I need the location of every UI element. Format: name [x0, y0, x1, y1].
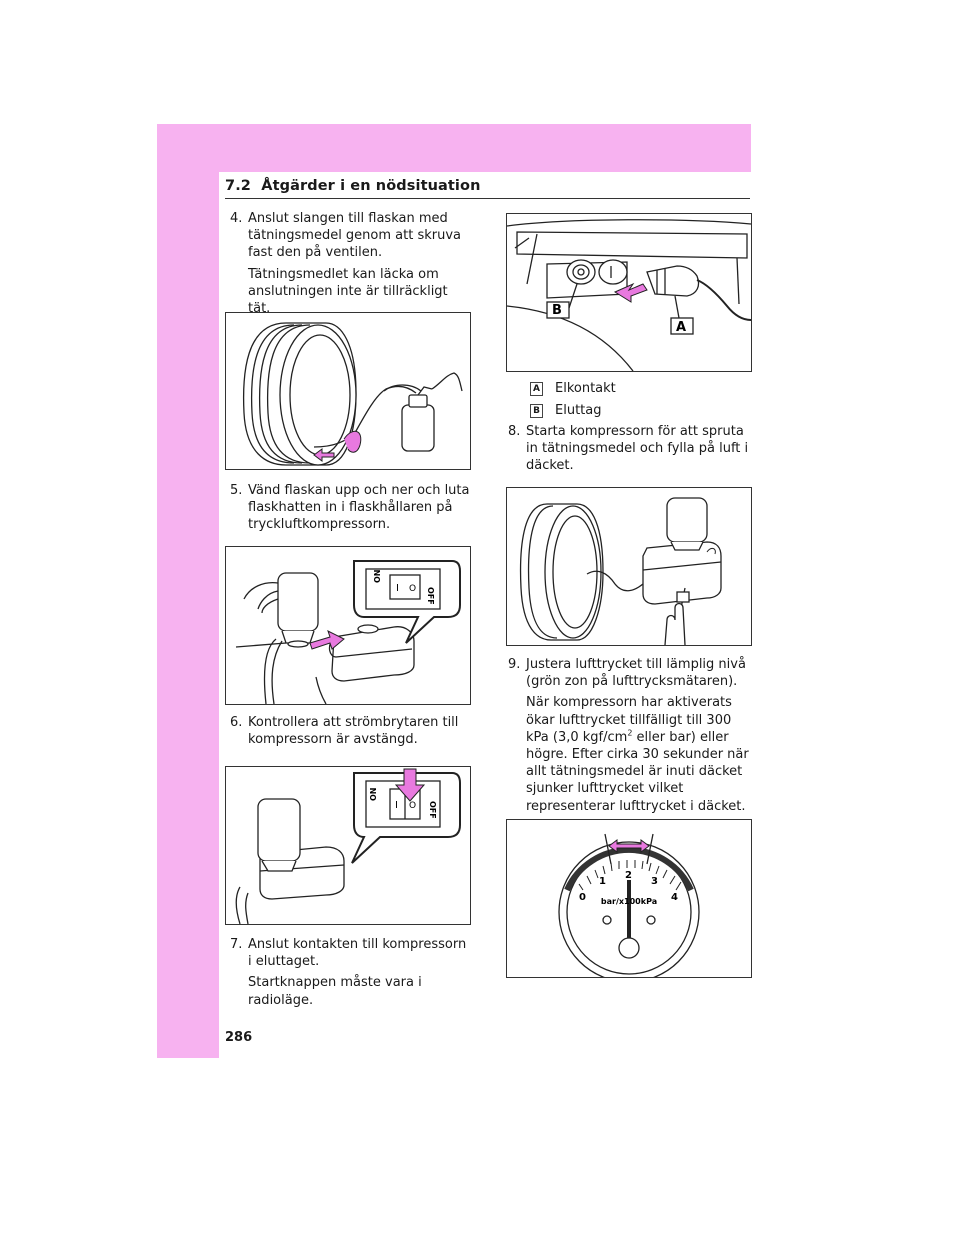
section-number: 7.2: [225, 178, 251, 194]
step-number: 4.: [230, 211, 243, 226]
step-9: 9. Justera lufttrycket till lämplig nivå …: [508, 656, 750, 815]
page-margin-band: [157, 124, 219, 1058]
switch-on-mark: I: [396, 583, 399, 594]
legend-item-a: A Elkontakt: [530, 380, 750, 397]
gauge-tick-2: 2: [625, 870, 632, 881]
switch-off-mark: O: [409, 584, 416, 594]
step-note: Tätningsmedlet kan läcka om anslutningen…: [248, 266, 448, 317]
step-text: Starta kompressorn för att spruta in tät…: [526, 424, 749, 474]
figure-switch-off: ON OFF I O: [225, 766, 471, 925]
gauge-tick-4: 4: [671, 892, 678, 903]
step-number: 9.: [508, 657, 521, 672]
step-text: Kontrollera att strömbrytaren till kompr…: [248, 715, 459, 748]
header-rule: [225, 198, 750, 199]
step-5: 5. Vänd flaskan upp och ner och luta flas…: [230, 482, 470, 534]
step-6: 6. Kontrollera att strömbrytaren till kom…: [230, 714, 470, 748]
page-number: 286: [225, 1030, 253, 1045]
figure-pressure-gauge: 0 1 2 3 4 bar/x100kPa: [506, 819, 752, 978]
step-text: Justera lufttrycket till lämplig nivå (g…: [526, 657, 746, 690]
legend-label: Eluttag: [555, 403, 602, 419]
gauge-tick-0: 0: [579, 892, 586, 903]
step-8: 8. Starta kompressorn för att spruta in t…: [508, 423, 750, 475]
switch-off-label: OFF: [428, 801, 437, 819]
legend-item-b: B Eluttag: [530, 402, 750, 419]
switch-on-label: ON: [373, 570, 382, 584]
section-title: Åtgärder i en nödsituation: [261, 178, 481, 194]
gauge-tick-3: 3: [651, 876, 658, 887]
step-number: 5.: [230, 483, 243, 498]
step-text: Vänd flaskan upp och ner och luta flaskh…: [248, 483, 470, 533]
step-number: 6.: [230, 715, 243, 730]
step-text: Anslut slangen till flaskan med tätnings…: [248, 211, 462, 261]
figure-bottle-to-compressor: ON OFF I O: [225, 546, 471, 705]
gauge-tick-1: 1: [599, 876, 606, 887]
legend-key: B: [530, 403, 543, 418]
step-note: När kompressorn har aktiverats ökar luft…: [526, 695, 749, 814]
legend: A Elkontakt B Eluttag: [530, 380, 750, 419]
gauge-unit: bar/x100kPa: [601, 897, 657, 906]
figure-compressor-on: [506, 487, 752, 646]
switch-on-label: ON: [369, 788, 378, 802]
section-header: 7.2 Åtgärder i en nödsituation: [225, 178, 481, 194]
callout-a: A: [676, 320, 686, 335]
figure-power-outlet: B A: [506, 213, 752, 372]
step-number: 8.: [508, 424, 521, 439]
step-text: Anslut kontakten till kompressorn i elut…: [248, 937, 467, 970]
step-number: 7.: [230, 937, 243, 952]
switch-off-label: OFF: [426, 587, 435, 605]
legend-key: A: [530, 381, 543, 396]
switch-on-mark: I: [395, 800, 398, 811]
step-4: 4. Anslut slangen till flaskan med tätnin…: [230, 210, 470, 317]
header-band: [219, 124, 751, 172]
step-note: Startknappen måste vara i radioläge.: [248, 975, 422, 1008]
figure-sealant-bottle: [225, 312, 471, 470]
switch-off-mark: O: [409, 801, 416, 811]
legend-label: Elkontakt: [555, 381, 616, 396]
callout-b: B: [552, 303, 562, 318]
step-7: 7. Anslut kontakten till kompressorn i el…: [230, 936, 470, 1009]
